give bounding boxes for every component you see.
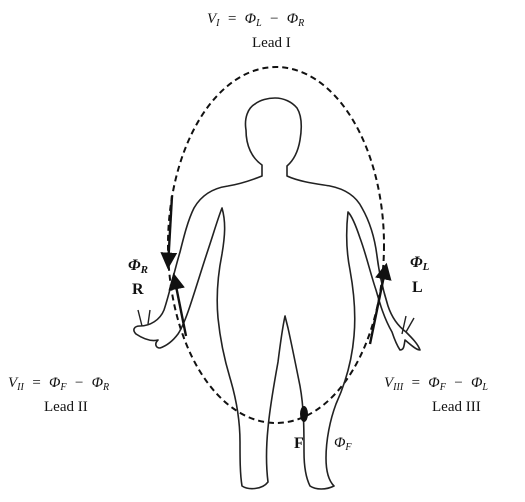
lead3-equation: VIII = ΦF − ΦL — [384, 376, 488, 393]
phi-l-label: ΦL — [410, 255, 429, 273]
lead1-title: Lead I — [252, 36, 291, 51]
lead3-title: Lead III — [432, 400, 481, 415]
phi-r-label: ΦR — [128, 258, 148, 276]
lead1-equation: VI = ΦL − ΦR — [207, 12, 304, 29]
phi-f-label: ΦF — [334, 436, 352, 453]
lead1-voltage: V — [207, 11, 216, 27]
right-hand-fingers — [138, 310, 150, 326]
electrode-r-letter: R — [132, 282, 144, 298]
electrode-f-letter: F — [294, 436, 304, 452]
electrode-l-letter: L — [412, 280, 423, 296]
left-hand-fingers — [402, 316, 414, 334]
foot-electrode-dot — [300, 406, 308, 422]
lead2-equation: VII = ΦF − ΦR — [8, 376, 109, 393]
lead2-title: Lead II — [44, 400, 88, 415]
